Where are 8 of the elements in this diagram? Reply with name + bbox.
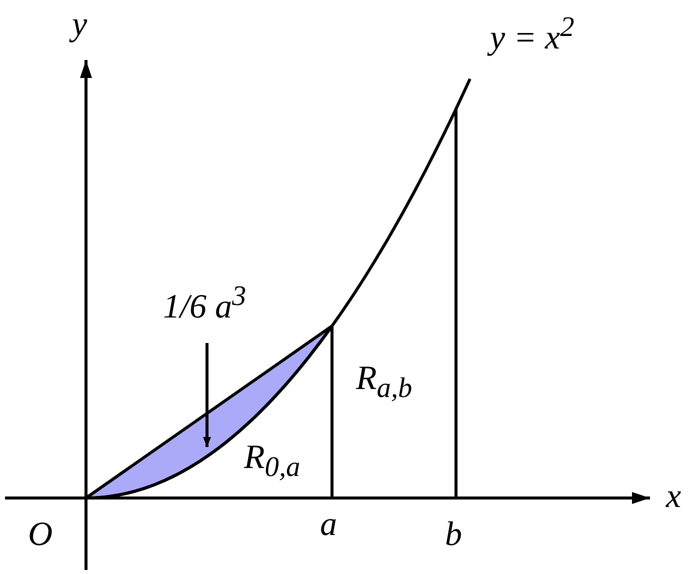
area-label: 1/6 a$^{3}$ [163,283,246,324]
origin-label: O [28,518,53,552]
arrow [203,343,211,447]
region-label: R$_{0,a}$ [244,441,300,482]
axis-label: x [666,480,682,514]
tick-label: b [445,518,462,552]
region-label: R$_{a,b}$ [356,362,412,404]
tick-label: a [320,508,337,542]
